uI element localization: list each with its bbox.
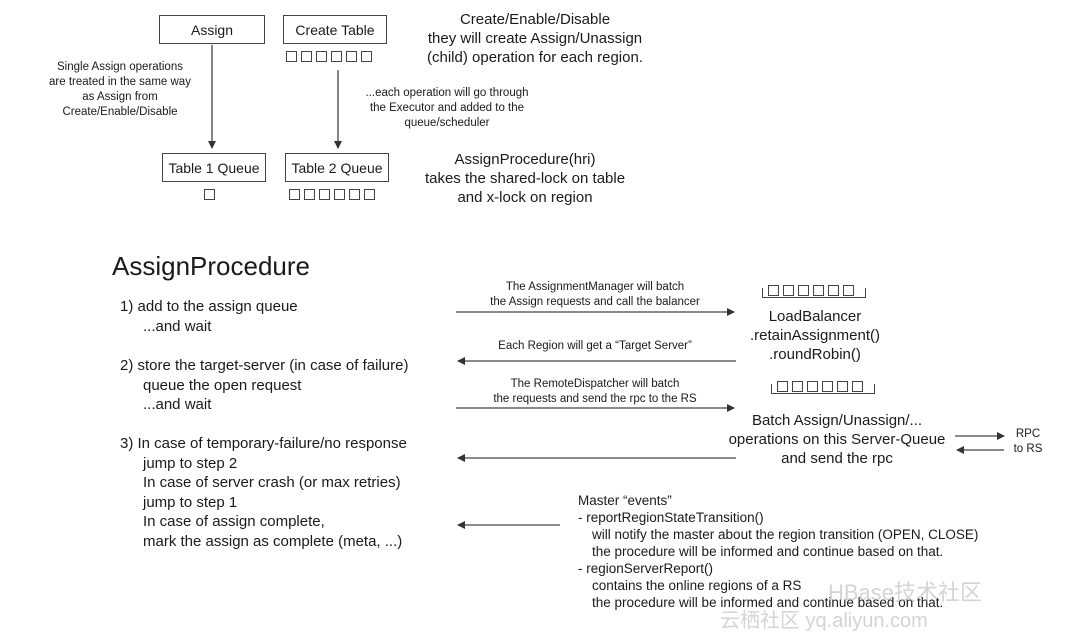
step-3: 3) In case of temporary-failure/no respo… [120, 435, 407, 550]
server-queue-bracket-1 [762, 288, 866, 298]
server-queue-squares-2 [777, 381, 867, 392]
watermark-hbase: HBase技术社区 [828, 580, 983, 605]
table1-queue-box: Table 1 Queue [162, 153, 266, 182]
arrow2-label: Each Region will get a “Target Server” [498, 340, 692, 352]
assign-procedure-desc: AssignProcedure(hri)takes the shared-loc… [424, 151, 626, 206]
table2-queue-box: Table 2 Queue [285, 153, 389, 182]
server-queue-bracket-2 [771, 384, 875, 394]
loadbalancer-text: LoadBalancer.retainAssignment().roundRob… [749, 308, 881, 363]
table2-queue-squares [289, 189, 379, 200]
step-1: 1) add to the assign queue...and wait [120, 298, 298, 335]
server-queue-squares-1 [768, 285, 858, 296]
create-table-box: Create Table [283, 15, 387, 44]
main-title: AssignProcedure [112, 251, 310, 281]
watermark-aliyun: 云栖社区 yq.aliyun.com [720, 610, 928, 632]
table1-queue-squares [204, 189, 219, 200]
batch-text: Batch Assign/Unassign/...operations on t… [728, 412, 946, 467]
assign-box: Assign [159, 15, 265, 44]
step-2: 2) store the target-server (in case of f… [120, 357, 409, 413]
master-events: Master “events” - reportRegionStateTrans… [578, 493, 979, 610]
create-table-squares [286, 51, 376, 62]
